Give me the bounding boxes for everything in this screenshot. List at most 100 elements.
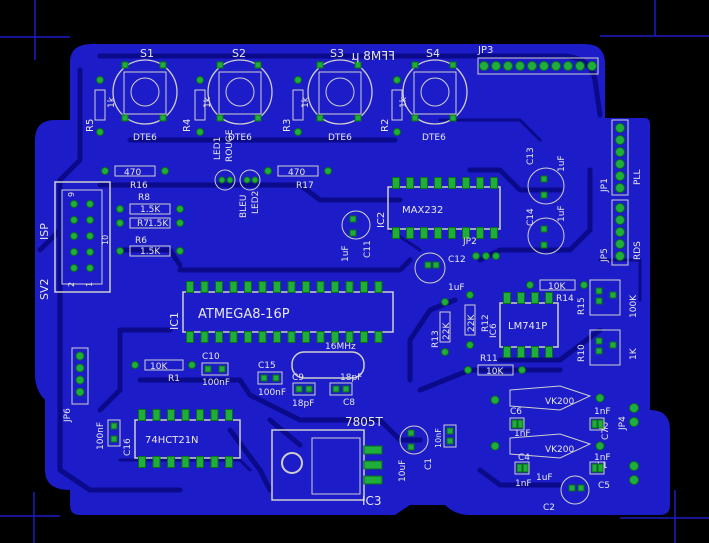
switch-s1-type: DTE6: [133, 133, 157, 143]
jp5-pin: [615, 215, 625, 225]
c13-label: C13: [526, 147, 536, 165]
hctpads-pad: [225, 409, 233, 421]
cap-c4: C4 1nF: [514, 453, 532, 489]
cap-c14: C14 1uF: [526, 205, 567, 255]
c7-label: C7: [601, 428, 611, 440]
sv2-pin-10: 10: [101, 235, 110, 245]
r8-value: 1.5K: [140, 205, 161, 215]
r12-value: 22K: [467, 314, 477, 332]
atmegapads-pad: [331, 281, 339, 293]
r1-value: 10K: [150, 362, 168, 372]
hctpads-pad: [138, 456, 146, 468]
r4-label: R4: [182, 119, 193, 132]
isp-pin: [86, 232, 94, 240]
resistors-right: 10K R14 R15 100K R10 1K: [526, 279, 639, 366]
atmegapads-pad: [229, 331, 238, 343]
cap-c1: 10uF C1: [398, 425, 434, 482]
atmegapads-pad: [302, 281, 310, 293]
isp-header-sv2: ISP SV2 2 1 9 10: [38, 181, 111, 300]
atmegapads-pad: [244, 281, 252, 293]
jp3-pin: [563, 61, 573, 71]
isp-pin: [86, 216, 94, 224]
switch-s1: S1 DTE6: [112, 47, 178, 143]
pll-label: PLL: [633, 170, 643, 185]
cap-c7: C7 1nF: [589, 407, 611, 440]
hctpads-pad: [210, 456, 219, 468]
atmegapads-pad: [229, 281, 238, 293]
atmegapads-pad: [345, 331, 354, 343]
atmegapads-pad: [200, 281, 209, 293]
resistors-top: R5 1k R4 1k R3 1k R2 1k: [85, 76, 409, 136]
cap-c11: 1uF C11: [341, 210, 373, 262]
atmegapads-pad: [331, 331, 339, 343]
trimmer-r15: R15 100K: [577, 279, 639, 318]
c2-value: 1uF: [536, 473, 553, 483]
atmegapads-pad: [316, 331, 325, 343]
jp3-pin: [551, 61, 561, 71]
jp4-label: JP4: [618, 416, 628, 431]
opamp-section: LM741P IC6 R13 22K 22K R12 R11 10K: [431, 291, 559, 377]
hctpads-pad: [196, 409, 204, 421]
c14-value: 1uF: [557, 205, 567, 222]
max232pads-pad: [476, 177, 484, 189]
led1-label: LED1: [213, 137, 223, 160]
c2-label: C2: [543, 503, 555, 513]
cap-c13: C13 1uF: [526, 147, 567, 205]
isp-label: ISP: [38, 223, 51, 240]
isp-pin: [70, 200, 78, 208]
led1: LED1 ROUGE: [213, 129, 236, 191]
isp-pin: [86, 200, 94, 208]
r6-label: R6: [135, 236, 147, 246]
c10-label: C10: [202, 352, 220, 362]
switch-s4-label: S4: [426, 47, 440, 60]
regulator-7805: 7805T IC3: [271, 415, 384, 508]
r14-value: 10K: [548, 282, 566, 292]
r5-label: R5: [85, 119, 96, 132]
inductor-l1: VK200: [490, 385, 605, 411]
jp5-pin: [615, 227, 625, 237]
c6-label: C6: [510, 407, 522, 417]
lm741pads-pad: [503, 292, 511, 304]
switch-s1-label: S1: [140, 47, 154, 60]
switches: S1 DTE6 S2 DTE6 S3 DTE6 S4: [112, 47, 468, 143]
capacitors-rs232: 1uF C11 C13 1uF C14 1uF C12 1uF JP2: [341, 147, 567, 293]
resistor-r17: 470 R17: [264, 165, 332, 191]
atmegapads-pad: [360, 281, 368, 293]
lm741pads-pad: [531, 346, 539, 358]
atmegapads-pad: [273, 331, 281, 343]
jp1-pin: [615, 183, 625, 193]
resistor-r5: R5 1k: [85, 76, 117, 136]
trimmer-r10: R10 1K: [577, 329, 639, 366]
hctpads-pad: [181, 409, 190, 421]
l2-type: VK200: [545, 445, 575, 455]
max232pads-pad: [434, 227, 442, 239]
ic2-label: IC2: [376, 212, 387, 228]
jp3-pin: [515, 61, 525, 71]
jp5-pin: [615, 203, 625, 213]
r12-label: R12: [481, 314, 491, 332]
atmegapads-pad: [186, 331, 194, 343]
rds-label: RDS: [633, 241, 643, 260]
isp-pin: [86, 264, 94, 272]
r14-label: R14: [556, 294, 574, 304]
resistor-r12: 22K R12: [464, 291, 491, 349]
switch-s3: S3 DTE6: [307, 47, 373, 143]
r7-value: 1.5K: [148, 219, 169, 229]
cap-c9: C9 18pF: [292, 373, 316, 409]
jp1-pin: [615, 135, 625, 145]
sv2-pin-9: 9: [67, 192, 76, 197]
sv2-pin-2: 2: [67, 282, 76, 287]
r11-label: R11: [480, 354, 498, 364]
resistor-r16: 470 R16: [101, 165, 169, 191]
cap-c12: C12 1uF: [414, 252, 466, 293]
max232pads-pad: [392, 227, 400, 239]
clock-section: 10K R1 C10 100nF C15 100nF 16MHz C9 18pF: [131, 342, 365, 409]
atmegapads-pad: [215, 331, 223, 343]
lm741pads-pad: [517, 292, 525, 304]
r2-label: R2: [380, 119, 391, 132]
isp-pin: [70, 232, 78, 240]
hctpads-pad: [225, 456, 233, 468]
crystal-label: 16MHz: [325, 342, 356, 352]
c6-value: 1nF: [514, 429, 531, 439]
